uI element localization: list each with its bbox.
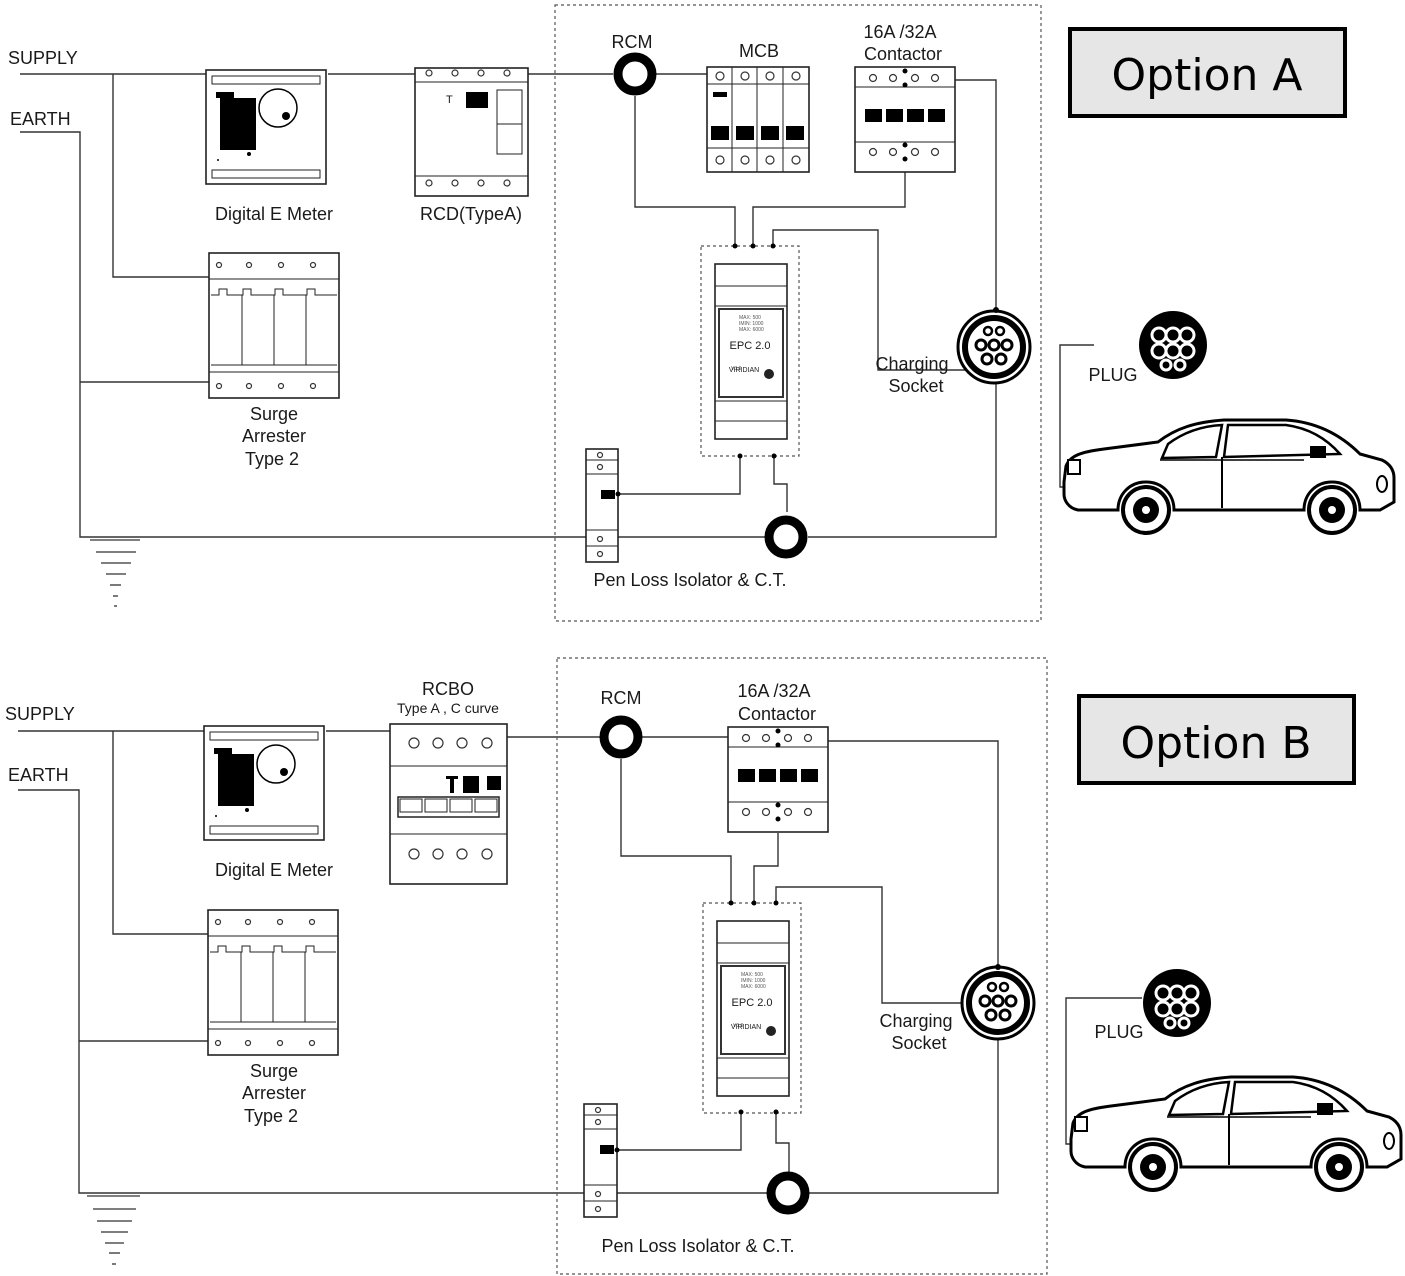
option-a-electric-car [1062,418,1396,535]
option-a-section: Option A SUPPLY EARTH Digital E Meter T … [8,4,1396,622]
option-b-meter-label: Digital E Meter [215,860,333,880]
option-b-ct-ring [766,1171,810,1215]
option-b-title: Option B [1120,718,1311,769]
option-a-earth-label: EARTH [10,109,71,129]
option-b-socket-line-2: Socket [891,1033,946,1053]
option-b-surge-line-1: Surge [250,1061,298,1081]
option-b-rcm-label: RCM [601,688,642,708]
option-b-surge-line-2: Arrester [242,1083,306,1103]
option-a-plug-label: PLUG [1088,365,1137,385]
option-a-meter-label: Digital E Meter [215,204,333,224]
option-b-rcbo: RCBO Type A , C curve [389,679,508,885]
option-b-wires [18,730,1142,1265]
option-a-pen-label: Pen Loss Isolator & C.T. [593,570,786,590]
option-b-pen-loss-isolator: Pen Loss Isolator & C.T. [583,1103,810,1256]
option-b-rcbo-sub: Type A , C curve [397,700,499,716]
option-a-epc-controller: EPC 2.0 VIRIDIAN [700,243,800,459]
option-b-plug: PLUG [1094,967,1213,1042]
option-a-contactor-line-2: Contactor [864,44,942,64]
svg-text:T: T [446,94,453,106]
option-b-electric-car [1069,1075,1403,1192]
option-a-mcb-label: MCB [739,41,779,61]
option-a-contactor-line-1: 16A /32A [863,22,936,42]
option-a-charger-enclosure [554,4,1042,622]
option-b-supply-label: SUPPLY [5,704,75,724]
option-b-charger-enclosure [556,657,1048,1275]
option-a-rcm-label: RCM [612,32,653,52]
option-a-surge-line-2: Arrester [242,426,306,446]
option-a-digital-meter: Digital E Meter [205,69,333,224]
option-b-title-box: Option B [1077,694,1356,785]
option-a-title: Option A [1112,50,1303,101]
option-b-epc-controller: EPC 2.0 VIRIDIAN [702,900,802,1115]
option-b-epc-brand: VIRIDIAN [731,1024,761,1031]
option-a-surge-arrester: Surge Arrester Type 2 [208,252,340,469]
option-a-surge-line-1: Surge [250,404,298,424]
option-b-surge-line-3: Type 2 [244,1106,298,1126]
option-b-section: Option B SUPPLY EARTH Digital E Meter [5,657,1403,1275]
option-a-surge-line-3: Type 2 [245,449,299,469]
option-b-contactor: 16A /32A Contactor [727,681,829,833]
option-a-epc-brand: VIRIDIAN [729,367,759,374]
option-b-pen-label: Pen Loss Isolator & C.T. [601,1236,794,1256]
option-b-charging-socket: Charging Socket [879,964,1034,1053]
option-a-charging-socket: Charging Socket [875,307,1030,396]
option-a-epc-label: EPC 2.0 [730,340,771,352]
option-b-rcm: RCM [599,688,643,759]
option-b-earth-label: EARTH [8,765,69,785]
option-b-socket-line-1: Charging [879,1011,952,1031]
option-a-socket-line-2: Socket [888,376,943,396]
option-a-title-box: Option A [1068,27,1347,118]
option-a-rcd: T RCD(TypeA) [414,67,529,224]
option-a-plug: PLUG [1088,309,1209,385]
option-a-contactor: 16A /32A Contactor [854,22,956,173]
option-b-contactor-line-1: 16A /32A [737,681,810,701]
option-a-pen-loss-isolator: Pen Loss Isolator & C.T. [585,448,808,590]
option-b-plug-label: PLUG [1094,1022,1143,1042]
option-b-digital-meter: Digital E Meter [203,725,333,880]
option-a-mcb: MCB [706,41,810,173]
option-a-rcm: RCM [612,32,657,96]
option-a-ct-ring [764,515,808,559]
option-a-supply-label: SUPPLY [8,48,78,68]
option-a-socket-line-1: Charging [875,354,948,374]
option-b-contactor-line-2: Contactor [738,704,816,724]
option-b-epc-label: EPC 2.0 [732,997,773,1009]
option-a-wires [20,73,1094,607]
option-a-rcd-label: RCD(TypeA) [420,204,522,224]
option-b-surge-arrester: Surge Arrester Type 2 [207,909,339,1126]
option-b-rcbo-label: RCBO [422,679,474,699]
